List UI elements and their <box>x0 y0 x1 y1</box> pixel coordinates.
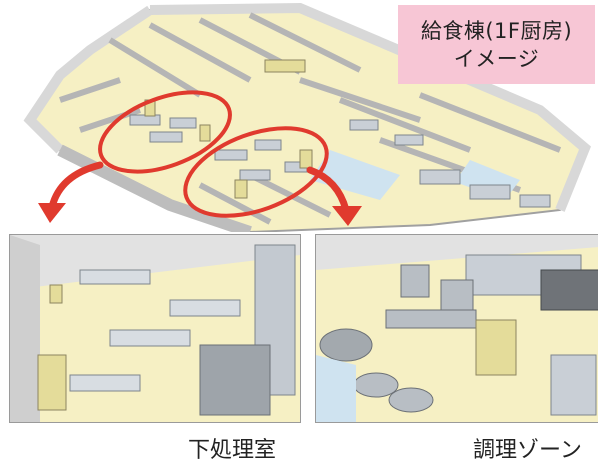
caption-prep-room: 下処理室 <box>188 438 277 463</box>
title-label: 給食棟(1F厨房) イメージ <box>398 5 595 84</box>
caption-cooking-zone: 調理ゾーン <box>473 438 582 463</box>
title-line-1: 給食棟(1F厨房) <box>420 18 573 43</box>
cooking-zone-inset <box>315 234 598 423</box>
red-arrow-left-icon <box>38 161 104 223</box>
title-line-2: イメージ <box>453 46 540 71</box>
prep-room-inset <box>9 234 301 423</box>
red-arrow-right-icon <box>306 166 362 226</box>
kitchen-overview-render <box>23 2 591 232</box>
